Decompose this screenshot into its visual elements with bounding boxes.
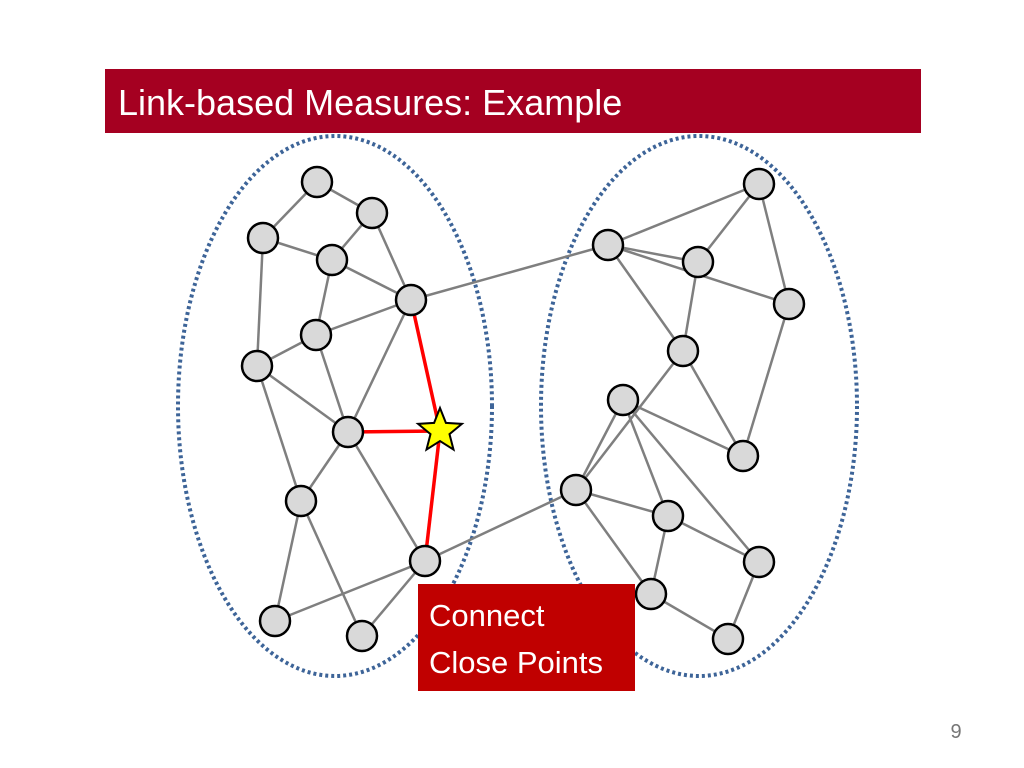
callout-line-1: Connect <box>429 598 545 633</box>
edge-r1-r4 <box>757 183 791 305</box>
edge-n11-n12 <box>361 560 426 637</box>
callout-line-2: Close Points <box>429 645 604 680</box>
page-number: 9 <box>950 721 962 743</box>
node-n7 <box>240 349 274 383</box>
star-node <box>415 405 465 452</box>
node-r6 <box>559 473 593 507</box>
edge-n5-n6 <box>315 298 412 337</box>
slide-title: Link-based Measures: Example <box>118 82 623 123</box>
callout-box: Connect Close Points <box>418 584 635 691</box>
left-cluster-outline <box>176 134 494 678</box>
node-r1 <box>742 167 776 201</box>
node-n2 <box>355 196 389 230</box>
edge-n3-n7 <box>255 237 265 367</box>
edge-r2-r1 <box>607 182 760 247</box>
edge-n7-n9 <box>256 364 349 434</box>
node-n5 <box>394 283 428 317</box>
edge-r7-r8 <box>622 398 744 458</box>
edge-r7-r9 <box>621 399 670 517</box>
edge-r5-r6 <box>575 350 684 491</box>
node-r12 <box>711 622 745 656</box>
edge-r4-r8 <box>741 303 791 457</box>
node-n1 <box>300 165 334 199</box>
node-n9 <box>331 415 365 449</box>
node-r5 <box>666 334 700 368</box>
title-bar: Link-based Measures: Example <box>105 69 921 133</box>
node-r11 <box>634 577 668 611</box>
edge-n11-r6 <box>424 488 577 563</box>
node-n12 <box>345 619 379 653</box>
edge-r6-r7 <box>574 399 625 491</box>
edge-n9-n11 <box>346 431 427 562</box>
edge-n6-n9 <box>314 334 350 433</box>
edge-n5-r2 <box>410 243 609 302</box>
edge-r9-r10 <box>667 514 760 564</box>
right-cluster-outline <box>539 134 859 678</box>
edge-n7-n10 <box>255 365 303 502</box>
edge-n10-n12 <box>299 500 364 637</box>
node-n3 <box>246 221 280 255</box>
edge-n11-n13 <box>274 559 426 623</box>
node-r2 <box>591 228 625 262</box>
edge-n10-n13 <box>273 500 303 622</box>
node-r9 <box>651 499 685 533</box>
highlight-edge-n5 <box>409 299 442 432</box>
edge-r7-r10 <box>622 399 760 563</box>
edge-n5-n9 <box>346 299 413 433</box>
edge-r2-r5 <box>606 244 685 352</box>
node-r7 <box>606 383 640 417</box>
node-n10 <box>284 484 318 518</box>
node-r10 <box>742 545 776 579</box>
node-r3 <box>681 245 715 279</box>
graph-nodes <box>240 165 806 656</box>
edge-r1-r3 <box>697 183 760 263</box>
node-n6 <box>299 318 333 352</box>
node-r8 <box>726 439 760 473</box>
node-n13 <box>258 604 292 638</box>
node-n4 <box>315 243 349 277</box>
highlight-edge-n11 <box>423 430 442 562</box>
edge-r6-r11 <box>574 489 653 595</box>
node-n11 <box>408 544 442 578</box>
cluster-outlines <box>176 134 859 678</box>
node-r4 <box>772 287 806 321</box>
edge-r5-r8 <box>681 350 745 457</box>
